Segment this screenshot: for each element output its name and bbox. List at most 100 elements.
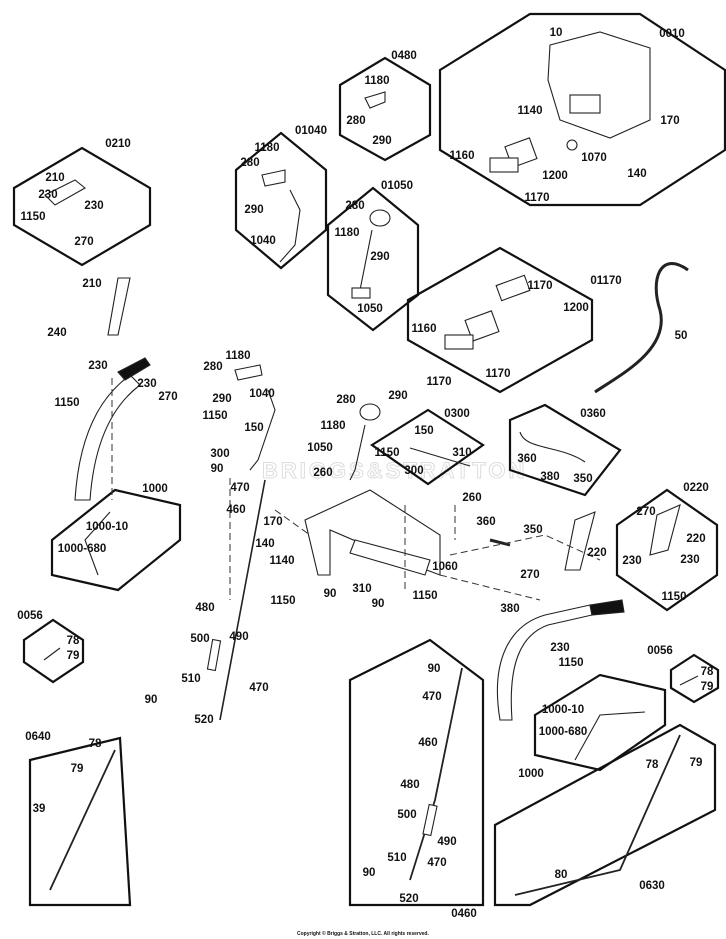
part-number-label: 380: [540, 471, 559, 483]
part-number-label: 280: [346, 115, 365, 127]
callout-01170: [406, 246, 594, 394]
part-number-label: 1150: [55, 397, 80, 409]
part-number-label: 520: [399, 893, 418, 905]
lever-part: [279, 189, 301, 263]
part-number-label: 470: [230, 482, 249, 494]
callout-0300: [370, 408, 485, 486]
part-number-label: 1150: [203, 410, 228, 422]
part-number-label: 350: [573, 473, 592, 485]
lever-part: [249, 389, 276, 471]
chute-handle-part: [564, 511, 596, 571]
part-number-label: 79: [701, 681, 714, 693]
group-outlines: [12, 12, 726, 907]
part-number-label: 470: [422, 691, 441, 703]
part-number-label: 78: [67, 635, 80, 647]
switch-part: [464, 310, 500, 342]
part-number-label: 1050: [357, 303, 383, 315]
lens-part: [489, 157, 519, 173]
part-number-label: 280: [203, 361, 222, 373]
cable-part: [574, 711, 646, 761]
cable-part: [49, 749, 116, 891]
callout-0056-right: [669, 653, 720, 704]
part-number-label: 1180: [321, 420, 346, 432]
callout-0460: [348, 638, 485, 907]
part-number-label: 1160: [412, 323, 437, 335]
part-number-label: 90: [324, 588, 337, 600]
rod-part: [359, 229, 373, 291]
part-number-label: 150: [414, 425, 433, 437]
clip-part: [679, 675, 699, 686]
part-number-label: 460: [226, 504, 245, 516]
group-label-01170: 01170: [590, 275, 621, 287]
part-number-label: 50: [675, 330, 688, 342]
chute-handle-part: [107, 277, 131, 336]
group-label-0220: 0220: [683, 482, 709, 494]
part-number-label: 10: [550, 27, 563, 39]
part-number-label: 470: [249, 682, 268, 694]
handle-part: [261, 169, 286, 187]
part-number-label: 1150: [413, 590, 438, 602]
part-number-label: 280: [240, 157, 259, 169]
part-number-label: 140: [255, 538, 274, 550]
part-number-label: 1150: [21, 211, 46, 223]
switch-part: [489, 538, 511, 547]
part-number-label: 210: [82, 278, 101, 290]
part-number-label: 1180: [255, 142, 280, 154]
callout-0480: [338, 56, 432, 162]
part-number-label: 80: [555, 869, 568, 881]
part-number-label: 260: [462, 492, 481, 504]
handle-part: [234, 364, 263, 381]
part-number-label: 300: [210, 448, 229, 460]
knob-part: [359, 403, 381, 421]
part-number-label: 1150: [559, 657, 584, 669]
part-number-label: 240: [47, 327, 66, 339]
rod-part: [349, 424, 366, 481]
part-number-label: 490: [229, 631, 248, 643]
part-number-label: 90: [363, 867, 376, 879]
group-label-0056: 0056: [17, 610, 43, 622]
part-number-label: 290: [370, 251, 389, 263]
part-number-label: 230: [38, 189, 57, 201]
leader-dashed: [274, 509, 311, 536]
part-number-label: 79: [71, 763, 84, 775]
callout-0360: [508, 403, 622, 497]
part-number-label: 78: [646, 759, 659, 771]
part-number-label: 1150: [375, 447, 400, 459]
part-number-label: 360: [476, 516, 495, 528]
part-number-label: 510: [387, 852, 406, 864]
group-label-1000: 1000: [518, 768, 544, 780]
lens-part: [495, 274, 531, 302]
callout-1000-right: [533, 673, 667, 772]
group-label-0300: 0300: [444, 408, 470, 420]
part-number-label: 460: [418, 737, 437, 749]
part-number-label: 1040: [249, 388, 275, 400]
group-label-0056: 0056: [647, 645, 673, 657]
part-number-label: 220: [587, 547, 606, 559]
part-number-label: 1200: [542, 170, 568, 182]
part-number-label: 260: [313, 467, 332, 479]
group-label-0640: 0640: [25, 731, 51, 743]
part-number-label: 310: [352, 583, 371, 595]
group-label-0010: 0010: [659, 28, 685, 40]
part-number-label: 1000-680: [539, 726, 588, 738]
part-number-label: 1150: [271, 595, 296, 607]
part-number-label: 1180: [226, 350, 251, 362]
part-number-label: 480: [400, 779, 419, 791]
part-number-label: 1160: [450, 150, 475, 162]
part-number-label: 280: [336, 394, 355, 406]
grip-part: [589, 599, 625, 616]
part-number-label: 1150: [662, 591, 687, 603]
part-number-label: 290: [372, 135, 391, 147]
part-number-label: 140: [627, 168, 646, 180]
lens-part: [444, 334, 474, 350]
rod-part: [219, 479, 266, 721]
handle-bar-left-part: [74, 374, 141, 501]
grip-part: [117, 357, 151, 381]
part-number-label: 1170: [525, 192, 550, 204]
callout-1000-left: [50, 488, 182, 592]
part-number-label: 270: [520, 569, 539, 581]
part-number-label: 500: [190, 633, 209, 645]
part-number-label: 300: [404, 465, 423, 477]
